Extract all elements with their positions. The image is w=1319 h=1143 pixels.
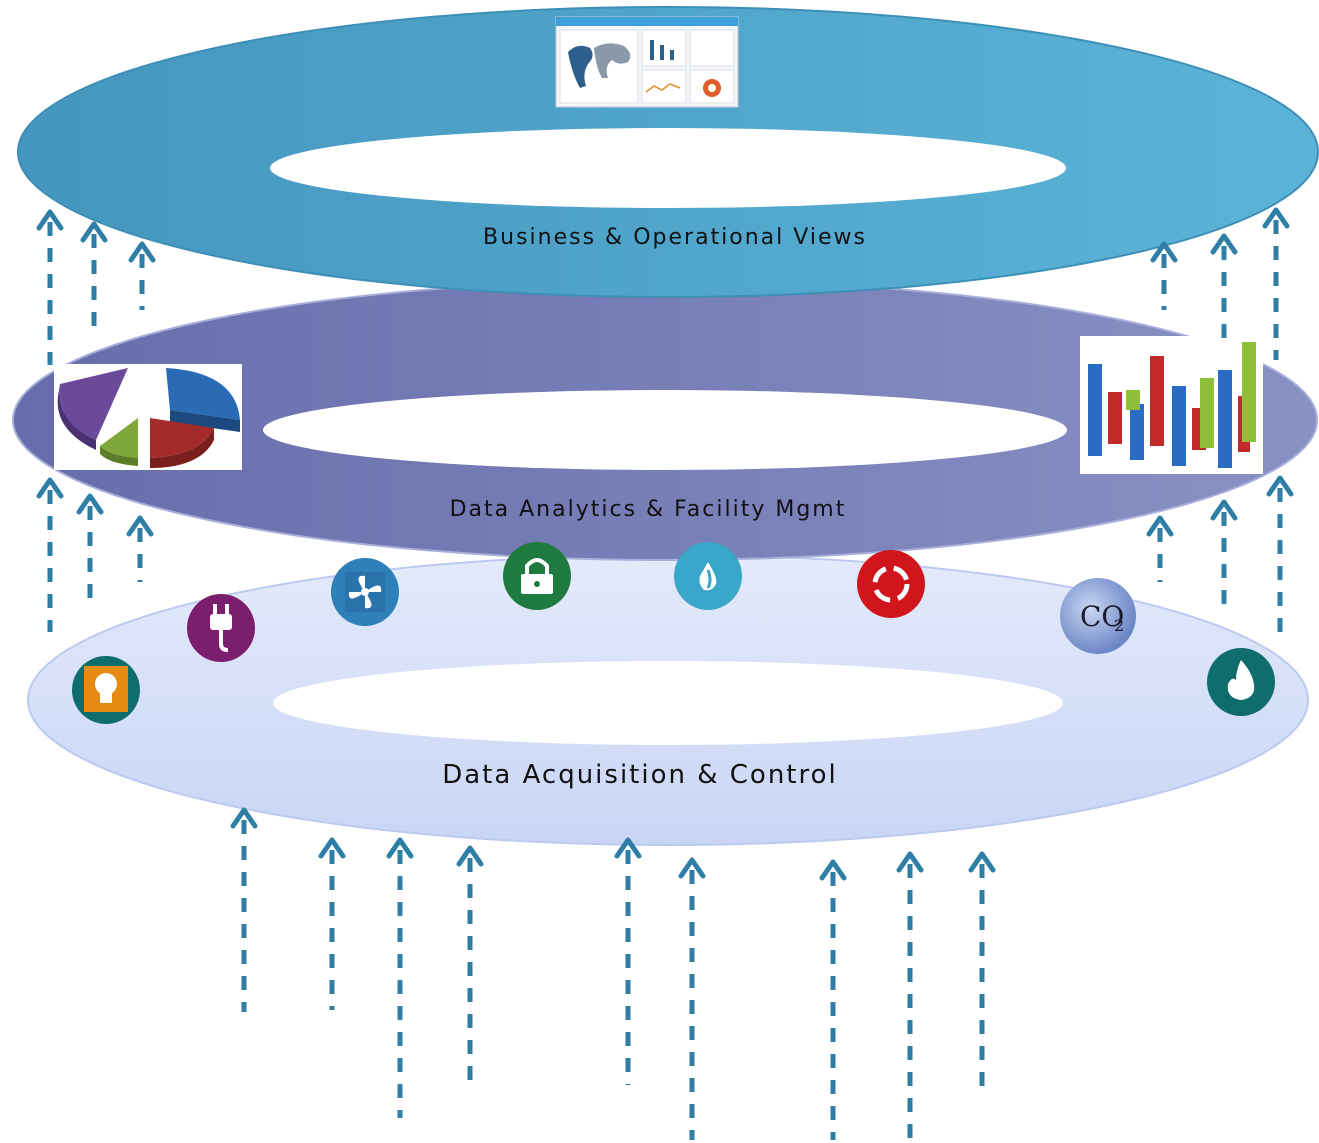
water-drop-icon bbox=[674, 542, 742, 610]
up-arrow bbox=[614, 837, 642, 1085]
bottom-layer-label: Data Acquisition & Control bbox=[442, 760, 838, 790]
lock-icon bbox=[503, 542, 571, 610]
up-arrow bbox=[678, 857, 706, 1140]
flame-icon bbox=[1207, 648, 1275, 716]
up-arrow bbox=[896, 851, 924, 1140]
up-arrow bbox=[80, 221, 108, 335]
dashboard-thumbnail bbox=[555, 16, 739, 108]
up-arrow bbox=[819, 859, 847, 1140]
up-arrow bbox=[36, 477, 64, 632]
data-flow-arrows bbox=[36, 207, 1294, 1140]
fan-icon bbox=[331, 558, 399, 626]
light-bulb-icon bbox=[72, 656, 140, 724]
up-arrow bbox=[386, 837, 414, 1118]
up-arrow bbox=[1150, 241, 1178, 310]
up-arrow bbox=[968, 851, 996, 1094]
up-arrow bbox=[128, 241, 156, 310]
bottom-layer-ring bbox=[27, 554, 1309, 846]
power-plug-icon bbox=[187, 594, 255, 662]
up-arrow bbox=[1266, 475, 1294, 632]
co2-label: CO bbox=[1080, 600, 1124, 633]
svg-text:2: 2 bbox=[1114, 616, 1124, 635]
top-layer-label: Business & Operational Views bbox=[483, 225, 867, 250]
top-layer-ring bbox=[17, 6, 1319, 298]
up-arrow bbox=[76, 493, 104, 610]
up-arrow bbox=[126, 515, 154, 582]
up-arrow bbox=[318, 837, 346, 1010]
middle-layer-label: Data Analytics & Facility Mgmt bbox=[450, 497, 847, 522]
up-arrow bbox=[1262, 207, 1290, 360]
recycle-icon bbox=[857, 550, 925, 618]
up-arrow bbox=[230, 807, 258, 1012]
up-arrow bbox=[1210, 233, 1238, 345]
up-arrow bbox=[1146, 515, 1174, 582]
up-arrow bbox=[456, 845, 484, 1085]
up-arrow bbox=[1210, 499, 1238, 615]
co2-globe-icon: CO 2 bbox=[1060, 578, 1136, 654]
up-arrow bbox=[36, 209, 64, 365]
pie-chart-image bbox=[54, 364, 242, 470]
bar-chart-image bbox=[1080, 336, 1263, 474]
middle-layer-ring bbox=[12, 279, 1318, 561]
